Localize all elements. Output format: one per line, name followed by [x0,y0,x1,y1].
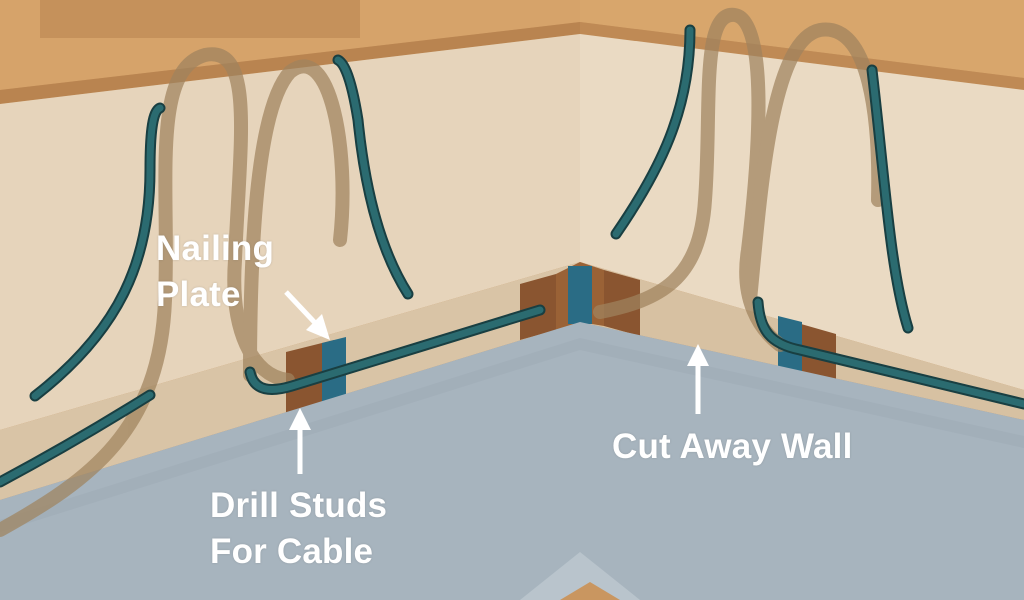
arrow-nailing-plate-head [306,314,330,340]
floor [0,322,1024,600]
nailing-plate-label-line-2: Plate [156,275,241,314]
cable-floor-left [0,391,154,486]
bottom-corner-wood [560,582,620,600]
bottom-corner-wall [520,552,640,600]
cable-through-studs [246,306,544,393]
cable-right-through [754,298,1024,408]
hidden-cable-left-2 [243,59,350,382]
nailing-plate-label: Nailing Plate [156,226,274,318]
floor-lower-edge [0,338,1024,532]
cable-right-drop [612,26,694,238]
drill-studs-label: Drill Studs For Cable [210,483,387,575]
drill-studs-label-line-1: Drill Studs [210,486,388,525]
nailing-plate-corner [568,266,592,324]
cable-left-loop [31,104,164,400]
drill-studs-label-line-2: For Cable [210,532,374,571]
nailing-plate-label-line-1: Nailing [156,229,275,268]
cables [0,24,1024,488]
cable-right-arch [868,66,912,332]
cut-away-wall-label: Cut Away Wall [612,424,853,470]
hidden-cables [0,7,886,537]
top-plate-left-edge [0,22,580,104]
left-wall [0,34,580,430]
hidden-cable-left [0,47,295,537]
arrow-drill-studs-head [289,408,311,430]
callout-arrows [284,290,709,474]
arrow-cut-away-wall-head [687,344,709,366]
hidden-cable-right [593,7,787,352]
cable-arch [334,56,412,298]
right-wall [580,34,1024,390]
arrow-nailing-plate-shaft [284,290,320,328]
cut-away-wall-label-text: Cut Away Wall [612,427,853,466]
cabinet-panel [40,0,360,38]
